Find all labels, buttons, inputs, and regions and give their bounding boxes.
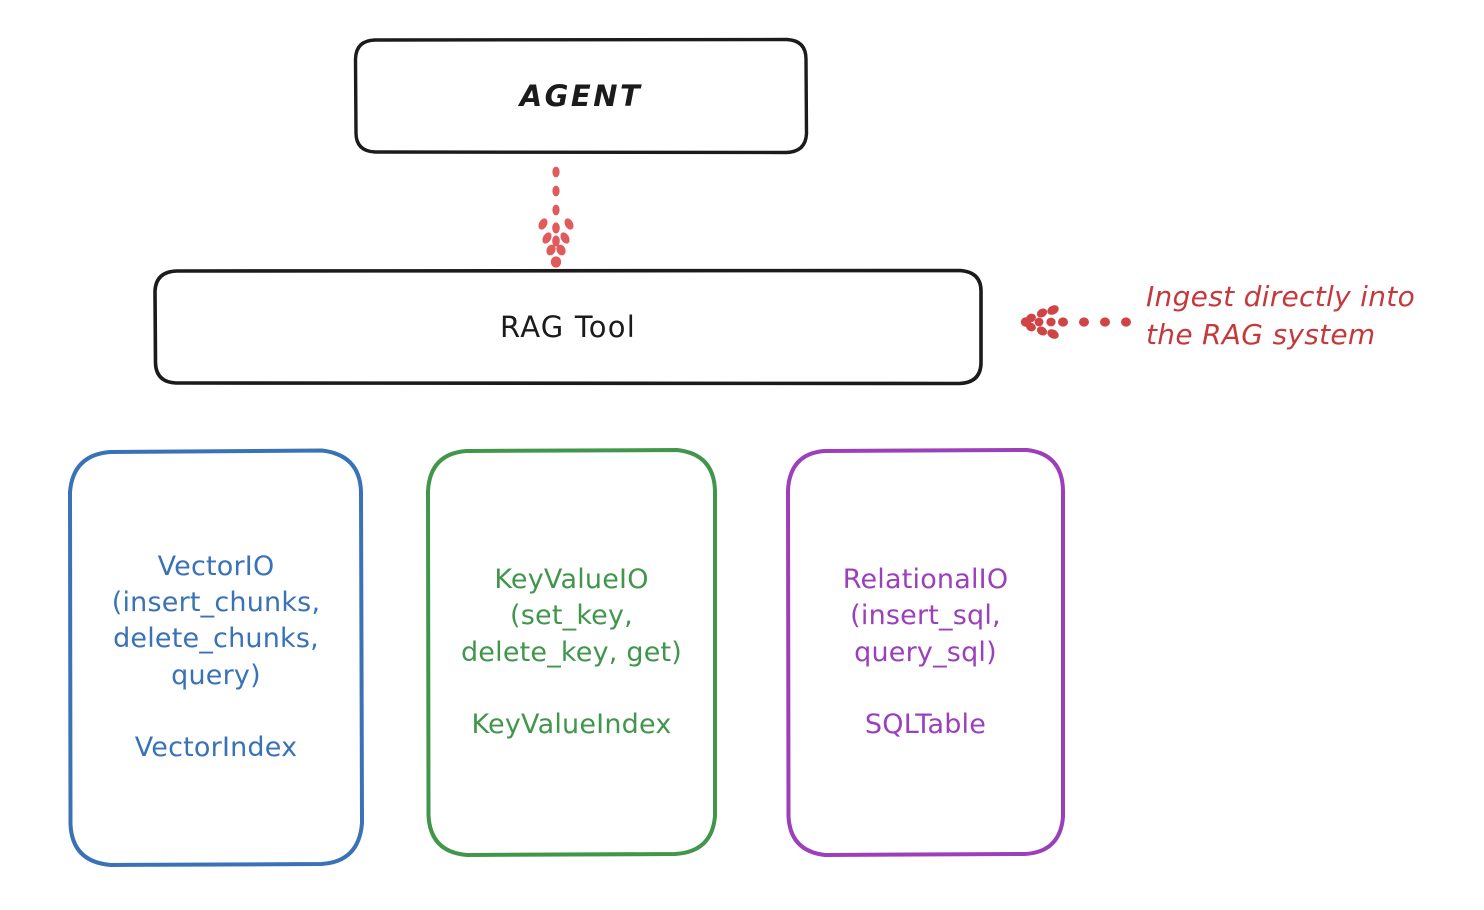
- agent-label: AGENT: [519, 78, 643, 113]
- ingest-annotation-text: Ingest directly into the RAG system: [1146, 280, 1416, 352]
- key-value-io-node[interactable]: KeyValueIO (set_key, delete_key, get) Ke…: [428, 450, 715, 855]
- relational-io-node[interactable]: RelationalIO (insert_sql, query_sql) SQL…: [788, 450, 1063, 855]
- vector-io-node[interactable]: VectorIO (insert_chunks, delete_chunks, …: [70, 450, 362, 865]
- rag-tool-node[interactable]: RAG Tool: [155, 270, 981, 384]
- key-value-index-label: KeyValueIndex: [471, 708, 672, 740]
- dotted-arrow-left-icon: [1020, 305, 1131, 339]
- vector-io-label: VectorIO (insert_chunks, delete_chunks, …: [111, 551, 321, 691]
- agent-node[interactable]: AGENT: [355, 38, 807, 154]
- vector-index-label: VectorIndex: [134, 731, 298, 763]
- key-value-io-label: KeyValueIO (set_key, delete_key, get): [460, 564, 683, 668]
- sql-table-label: SQLTable: [864, 708, 987, 740]
- dotted-arrow-down-icon: [538, 166, 574, 268]
- rag-tool-label: RAG Tool: [500, 309, 636, 344]
- relational-io-label: RelationalIO (insert_sql, query_sql): [842, 564, 1009, 668]
